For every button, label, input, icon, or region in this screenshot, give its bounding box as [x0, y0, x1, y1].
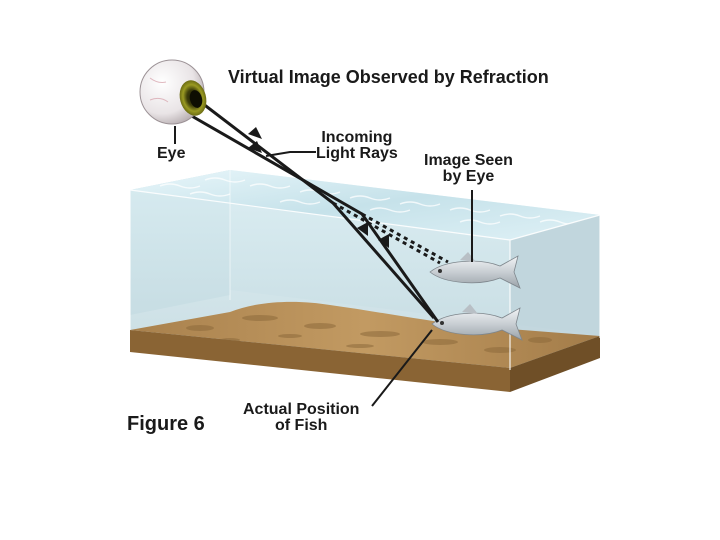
ray-arrows	[248, 127, 389, 248]
eye-label: Eye	[157, 145, 186, 162]
light-ray-1	[197, 98, 436, 319]
fish-actual-icon	[431, 304, 523, 341]
arrow-ray-1	[248, 127, 262, 139]
incoming-rays-label: Incoming Light Rays	[316, 130, 398, 162]
light-ray-2	[189, 113, 440, 323]
incoming-rays-label-line1: Incoming	[321, 129, 393, 146]
light-rays	[189, 98, 440, 323]
sand-front-edge	[130, 330, 510, 392]
actual-position-label-line2: of Fish	[275, 417, 328, 434]
image-seen-label-line2: by Eye	[442, 168, 495, 185]
arrow-ray-2	[248, 141, 262, 153]
tank-edges	[129, 170, 601, 370]
leader-rays	[265, 151, 316, 157]
arrow-ray-2-water	[378, 234, 389, 248]
image-seen-label-line1: Image Seen	[424, 152, 513, 169]
sand-bed	[130, 301, 600, 392]
sand-right-edge	[510, 336, 600, 392]
virtual-ray-extension	[332, 201, 449, 265]
leader-actual	[371, 329, 433, 407]
actual-position-label-line1: Actual Position	[243, 401, 360, 418]
eyeball-icon	[139, 59, 207, 125]
arrow-ray-1-water	[357, 222, 368, 236]
image-seen-label: Image Seen by Eye	[424, 153, 513, 185]
leader-lines	[174, 126, 473, 407]
incoming-rays-label-line2: Light Rays	[316, 145, 398, 162]
diagram-title: Virtual Image Observed by Refraction	[228, 67, 549, 87]
surface-ripples	[159, 177, 581, 225]
figure-label: Figure 6	[127, 413, 205, 435]
actual-position-label: Actual Position of Fish	[243, 402, 359, 434]
